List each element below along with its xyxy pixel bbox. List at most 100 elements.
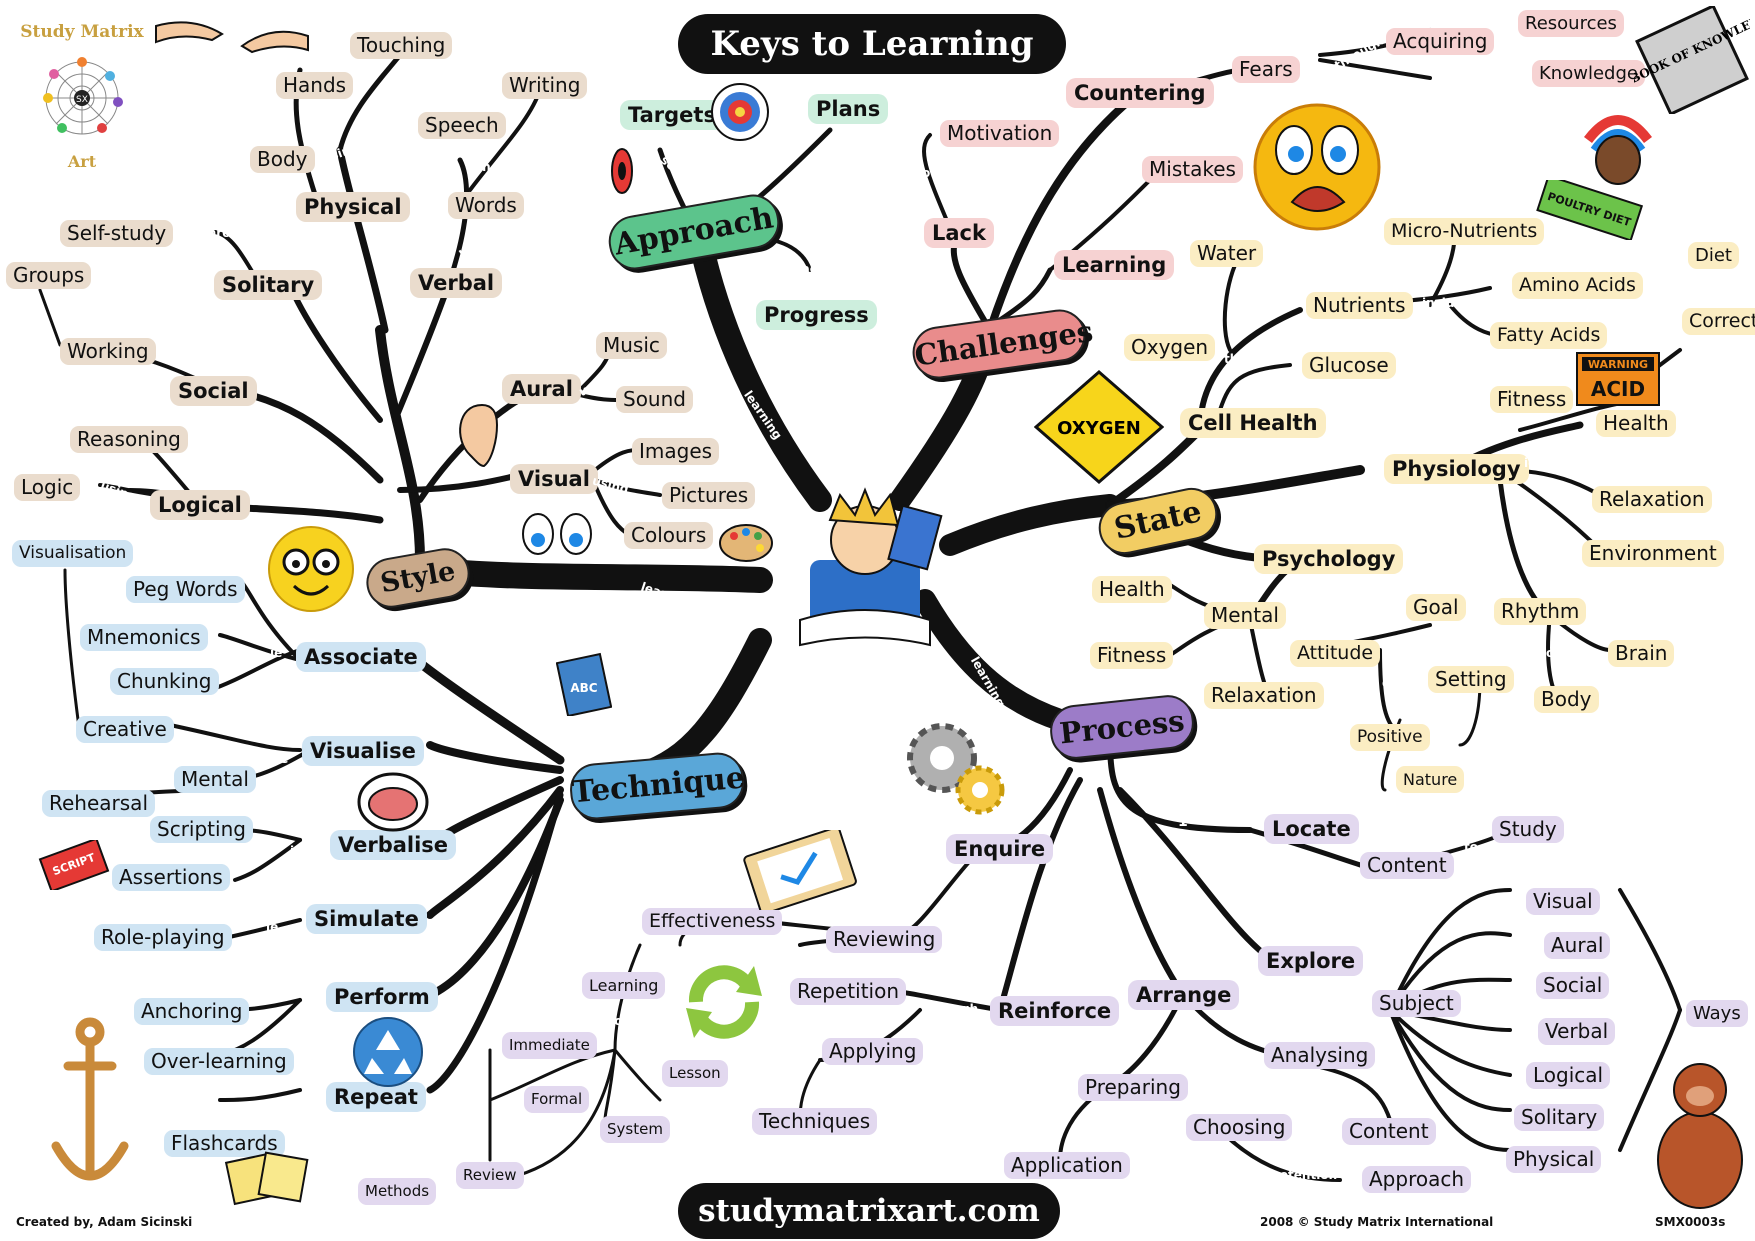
node-applying[interactable]: Applying	[822, 1038, 924, 1065]
node-setting[interactable]: Setting	[1428, 666, 1514, 693]
node-nutrients[interactable]: Nutrients	[1306, 292, 1413, 319]
node-scripting[interactable]: Scripting	[150, 816, 253, 843]
ways-item-physical[interactable]: Physical	[1506, 1146, 1602, 1173]
node-fatty-acids[interactable]: Fatty Acids	[1490, 322, 1608, 349]
ways-item-aural[interactable]: Aural	[1544, 932, 1611, 959]
website-url[interactable]: studymatrixart.com	[678, 1183, 1060, 1239]
node-perform[interactable]: Perform	[326, 982, 438, 1012]
node-visualisation[interactable]: Visualisation	[12, 540, 134, 567]
node-rhythm[interactable]: Rhythm	[1494, 598, 1587, 625]
node-approach-process[interactable]: Approach	[1362, 1166, 1472, 1193]
ways-item-solitary[interactable]: Solitary	[1514, 1104, 1605, 1131]
node-hands[interactable]: Hands	[276, 72, 354, 99]
node-oxygen[interactable]: Oxygen	[1124, 334, 1216, 361]
node-resources[interactable]: Resources	[1518, 10, 1624, 37]
node-solitary[interactable]: Solitary	[214, 270, 323, 300]
node-words[interactable]: Words	[448, 192, 524, 219]
ways-item-social[interactable]: Social	[1536, 972, 1610, 999]
node-brain[interactable]: Brain	[1608, 640, 1675, 667]
node-anchoring[interactable]: Anchoring	[134, 998, 250, 1025]
node-goal[interactable]: Goal	[1406, 594, 1466, 621]
node-mental-technique[interactable]: Mental	[174, 766, 256, 793]
node-logical[interactable]: Logical	[150, 490, 250, 520]
node-chunking[interactable]: Chunking	[110, 668, 219, 695]
node-mnemonics[interactable]: Mnemonics	[80, 624, 208, 651]
ways-item-verbal[interactable]: Verbal	[1538, 1018, 1616, 1045]
node-attitude[interactable]: Attitude	[1290, 640, 1381, 667]
node-groups[interactable]: Groups	[6, 262, 92, 289]
node-pictures[interactable]: Pictures	[662, 482, 756, 509]
node-micro-nutrients[interactable]: Micro-Nutrients	[1384, 218, 1545, 245]
ways-item-logical[interactable]: Logical	[1526, 1062, 1611, 1089]
node-learning-challenges[interactable]: Learning	[1054, 250, 1175, 280]
node-study[interactable]: Study	[1492, 816, 1564, 843]
node-mistakes[interactable]: Mistakes	[1142, 156, 1243, 183]
node-content-analysing[interactable]: Content	[1342, 1118, 1436, 1145]
node-mental-state[interactable]: Mental	[1204, 602, 1286, 629]
ways-item-visual[interactable]: Visual	[1526, 888, 1600, 915]
node-locate[interactable]: Locate	[1264, 814, 1359, 844]
node-learning-process[interactable]: Learning	[582, 972, 666, 999]
node-reasoning[interactable]: Reasoning	[70, 426, 188, 453]
node-speech[interactable]: Speech	[418, 112, 506, 139]
node-simulate[interactable]: Simulate	[306, 904, 427, 934]
node-content-locate[interactable]: Content	[1360, 852, 1454, 879]
node-associate[interactable]: Associate	[296, 642, 426, 672]
node-role-playing[interactable]: Role-playing	[94, 924, 232, 951]
node-verbalise[interactable]: Verbalise	[330, 830, 457, 860]
node-visual[interactable]: Visual	[510, 464, 598, 494]
node-formal[interactable]: Formal	[524, 1086, 590, 1113]
node-health[interactable]: Health	[1596, 410, 1676, 437]
node-correct[interactable]: Correct	[1682, 308, 1755, 335]
node-ways[interactable]: Ways	[1686, 1000, 1748, 1027]
node-glucose[interactable]: Glucose	[1302, 352, 1396, 379]
node-effectiveness[interactable]: Effectiveness	[642, 908, 783, 935]
node-application[interactable]: Application	[1004, 1152, 1130, 1179]
node-body-rhythm[interactable]: Body	[1534, 686, 1599, 713]
node-analysing[interactable]: Analysing	[1264, 1042, 1376, 1069]
node-aural[interactable]: Aural	[502, 374, 581, 404]
node-environment[interactable]: Environment	[1582, 540, 1724, 567]
node-amino-acids[interactable]: Amino Acids	[1512, 272, 1643, 299]
node-flashcards[interactable]: Flashcards	[164, 1130, 285, 1157]
node-repeat[interactable]: Repeat	[326, 1082, 426, 1112]
node-plans[interactable]: Plans	[808, 94, 889, 124]
node-physical[interactable]: Physical	[296, 192, 410, 222]
node-logic[interactable]: Logic	[14, 474, 81, 501]
node-acquiring[interactable]: Acquiring	[1386, 28, 1495, 55]
node-choosing[interactable]: Choosing	[1186, 1114, 1293, 1141]
node-writing[interactable]: Writing	[502, 72, 588, 99]
node-nature[interactable]: Nature	[1396, 766, 1465, 793]
node-review[interactable]: Review	[456, 1162, 524, 1189]
node-motivation[interactable]: Motivation	[940, 120, 1060, 147]
node-verbal[interactable]: Verbal	[410, 268, 503, 298]
node-relaxation[interactable]: Relaxation	[1592, 486, 1712, 513]
node-images[interactable]: Images	[632, 438, 720, 465]
node-lesson[interactable]: Lesson	[662, 1060, 728, 1087]
node-visualise[interactable]: Visualise	[302, 736, 424, 766]
node-colours[interactable]: Colours	[624, 522, 714, 549]
node-knowledge[interactable]: Knowledge	[1532, 60, 1645, 87]
node-explore[interactable]: Explore	[1258, 946, 1364, 976]
node-over-learning[interactable]: Over-learning	[144, 1048, 294, 1075]
node-assertions[interactable]: Assertions	[112, 864, 230, 891]
node-water[interactable]: Water	[1190, 240, 1264, 267]
node-diet[interactable]: Diet	[1688, 242, 1739, 269]
node-immediate[interactable]: Immediate	[502, 1032, 597, 1059]
node-fitness-mental[interactable]: Fitness	[1090, 642, 1174, 669]
node-touching[interactable]: Touching	[350, 32, 453, 59]
node-techniques[interactable]: Techniques	[752, 1108, 878, 1135]
node-fitness[interactable]: Fitness	[1490, 386, 1574, 413]
node-cell-health[interactable]: Cell Health	[1180, 408, 1326, 438]
node-progress[interactable]: Progress	[756, 300, 877, 330]
node-preparing[interactable]: Preparing	[1078, 1074, 1188, 1101]
node-system[interactable]: System	[600, 1116, 670, 1143]
node-social[interactable]: Social	[170, 376, 257, 406]
node-psychology[interactable]: Psychology	[1254, 544, 1404, 574]
node-methods[interactable]: Methods	[358, 1178, 437, 1205]
node-self-study[interactable]: Self-study	[60, 220, 174, 247]
node-creative[interactable]: Creative	[76, 716, 174, 743]
node-subject[interactable]: Subject	[1372, 990, 1461, 1017]
node-music[interactable]: Music	[596, 332, 667, 359]
node-targets[interactable]: Targets	[620, 100, 724, 130]
